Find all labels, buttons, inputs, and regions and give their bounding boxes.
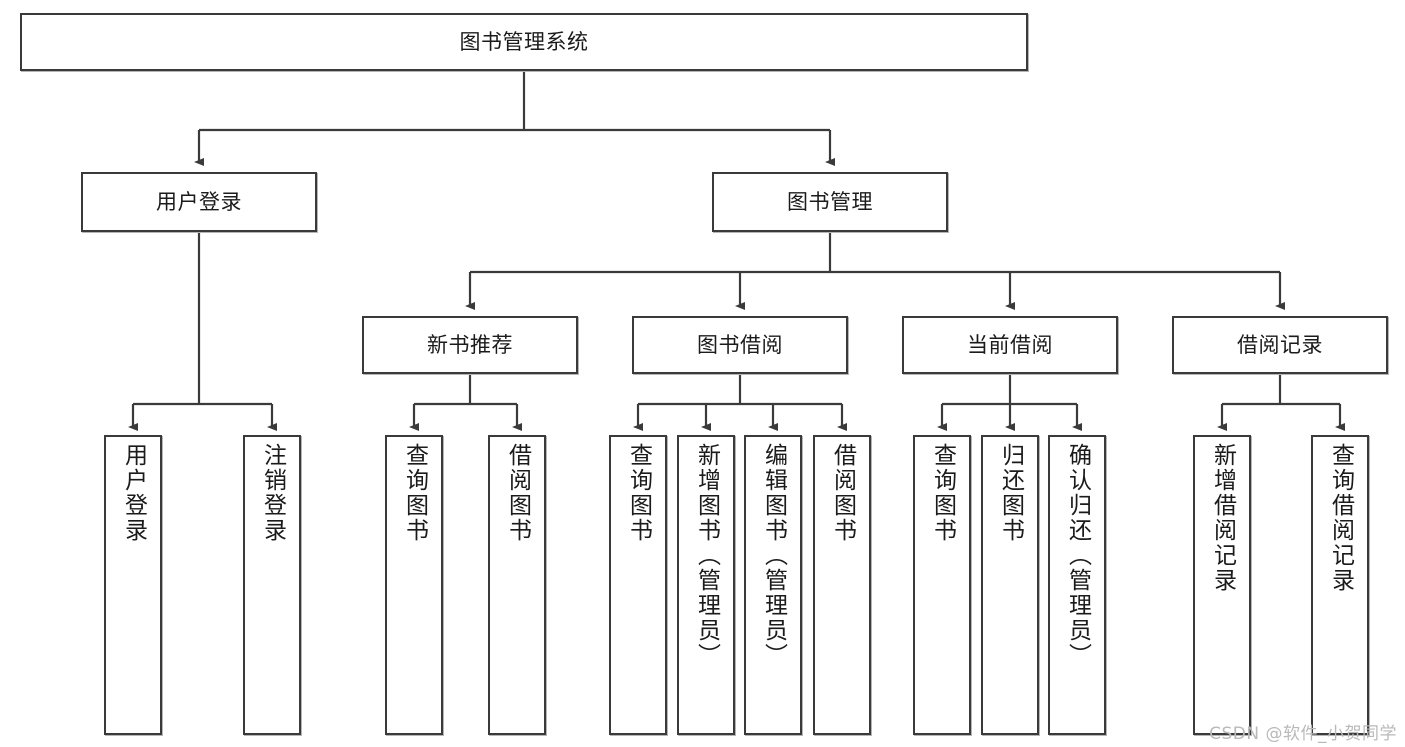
node-label: 注销登录: [259, 443, 286, 543]
leaf-user-login-logout[interactable]: 注销登录: [243, 435, 301, 735]
node-current-borrow[interactable]: 当前借阅: [902, 316, 1118, 374]
node-label: 用户登录: [156, 189, 242, 214]
node-label: 图书管理系统: [459, 29, 589, 54]
node-label: 借阅图书: [829, 443, 856, 543]
node-label: 编辑图书（管理员）: [760, 443, 787, 668]
leaf-new-book-query[interactable]: 查询图书: [385, 435, 443, 735]
node-label: 确认归还（管理员）: [1064, 443, 1091, 668]
node-label: 新增图书（管理员）: [693, 443, 720, 668]
node-label: 归还图书: [997, 443, 1024, 543]
watermark-text: CSDN @软件_小贺同学: [1209, 724, 1397, 744]
node-label: 借阅图书: [504, 443, 531, 543]
node-label: 当前借阅: [967, 332, 1053, 357]
leaf-current-query-book[interactable]: 查询图书: [913, 435, 971, 735]
node-label: 图书管理: [787, 189, 873, 214]
leaf-borrow-add-book-admin[interactable]: 新增图书（管理员）: [677, 435, 735, 735]
node-book-management[interactable]: 图书管理: [712, 172, 948, 232]
node-label: 查询图书: [625, 443, 652, 543]
node-root-system[interactable]: 图书管理系统: [20, 13, 1028, 71]
leaf-borrow-borrow-book[interactable]: 借阅图书: [813, 435, 871, 735]
leaf-user-login-login[interactable]: 用户登录: [104, 435, 162, 735]
node-label: 借阅记录: [1237, 332, 1323, 357]
leaf-borrow-query-book[interactable]: 查询图书: [609, 435, 667, 735]
node-label: 用户登录: [120, 443, 147, 543]
node-user-login[interactable]: 用户登录: [81, 172, 317, 232]
node-label: 查询图书: [929, 443, 956, 543]
node-borrow-record[interactable]: 借阅记录: [1172, 316, 1388, 374]
leaf-record-add-borrow-record[interactable]: 新增借阅记录: [1193, 435, 1251, 735]
node-label: 图书借阅: [697, 332, 783, 357]
node-book-borrow[interactable]: 图书借阅: [632, 316, 848, 374]
leaf-record-query-borrow-record[interactable]: 查询借阅记录: [1311, 435, 1369, 735]
node-label: 新书推荐: [427, 332, 513, 357]
leaf-borrow-edit-book-admin[interactable]: 编辑图书（管理员）: [744, 435, 802, 735]
node-label: 查询图书: [401, 443, 428, 543]
node-label: 查询借阅记录: [1327, 443, 1354, 593]
node-label: 新增借阅记录: [1209, 443, 1236, 593]
leaf-new-book-borrow[interactable]: 借阅图书: [488, 435, 546, 735]
leaf-current-confirm-return-admin[interactable]: 确认归还（管理员）: [1048, 435, 1106, 735]
node-new-book-recommend[interactable]: 新书推荐: [362, 316, 578, 374]
leaf-current-return-book[interactable]: 归还图书: [981, 435, 1039, 735]
